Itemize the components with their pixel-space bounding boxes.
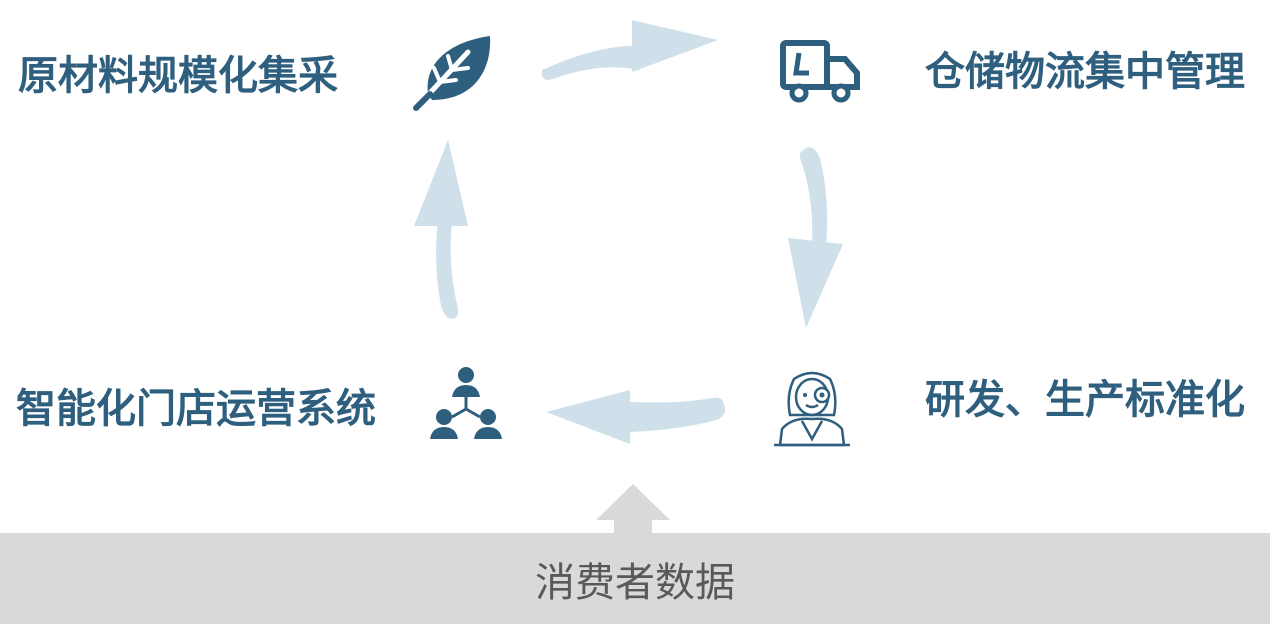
scientist-icon: [774, 371, 850, 447]
arrow-bottom: [546, 390, 725, 444]
arrow-left: [414, 140, 468, 319]
leaf-icon: [413, 36, 491, 111]
delivery-truck-icon: [780, 40, 860, 103]
step-label-warehousing-logistics: 仓储物流集中管理: [925, 49, 1245, 95]
consumer-data-banner: [0, 533, 1270, 624]
arrow-right: [788, 147, 843, 328]
team-hierarchy-icon: [430, 367, 502, 439]
step-label-rd-production: 研发、生产标准化: [925, 377, 1245, 423]
consumer-data-label: 消费者数据: [535, 560, 735, 606]
arrow-top: [541, 20, 718, 80]
up-arrow: [596, 484, 670, 534]
step-label-smart-store: 智能化门店运营系统: [16, 386, 376, 432]
step-label-raw-materials: 原材料规模化集采: [18, 53, 338, 99]
